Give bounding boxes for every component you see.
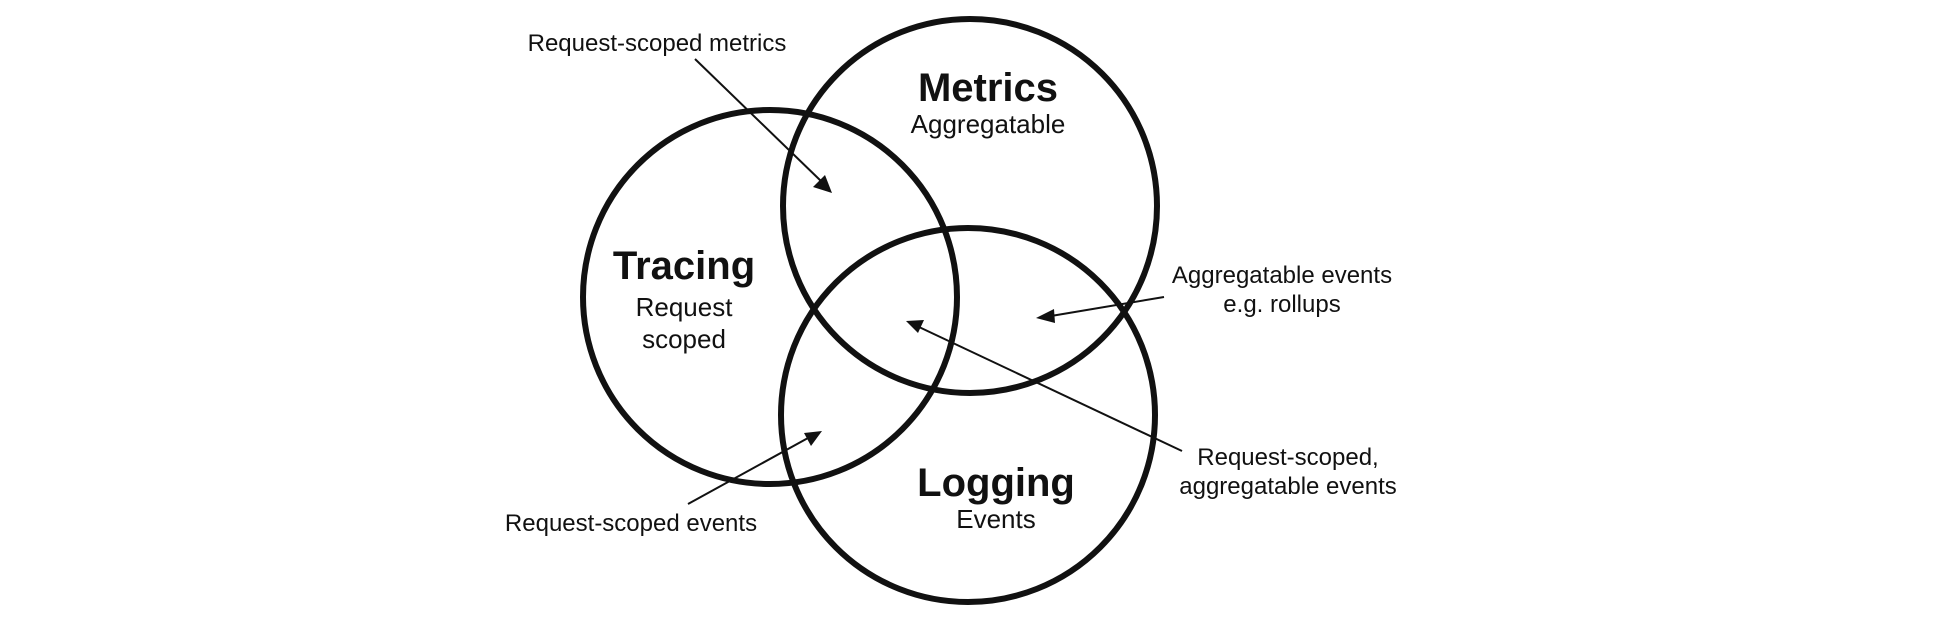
metrics-circle xyxy=(780,16,1160,396)
metrics-title: Metrics xyxy=(918,66,1058,110)
arrow-request-scoped-metrics xyxy=(694,58,832,193)
annotation-request-scoped-aggregatable-line2: aggregatable events xyxy=(1179,473,1397,500)
arrow-request-scoped-aggregatable xyxy=(906,320,1183,452)
tracing-circle xyxy=(580,107,960,487)
logging-subtitle: Events xyxy=(956,504,1036,534)
arrow-aggregatable-events xyxy=(1036,296,1165,323)
annotation-request-scoped-aggregatable-line1: Request-scoped, xyxy=(1197,444,1378,471)
tracing-subtitle-line2: scoped xyxy=(642,324,726,354)
arrow-request-scoped-events xyxy=(687,431,822,505)
annotation-request-scoped-metrics: Request-scoped metrics xyxy=(528,30,787,57)
annotation-aggregatable-events-line1: Aggregatable events xyxy=(1172,262,1392,289)
logging-title: Logging xyxy=(917,461,1075,505)
metrics-subtitle: Aggregatable xyxy=(911,109,1066,139)
logging-circle xyxy=(778,225,1158,605)
tracing-title: Tracing xyxy=(613,244,755,288)
annotation-request-scoped-events: Request-scoped events xyxy=(505,510,757,537)
tracing-subtitle-line1: Request xyxy=(636,292,734,322)
annotation-aggregatable-events-line2: e.g. rollups xyxy=(1223,291,1340,318)
